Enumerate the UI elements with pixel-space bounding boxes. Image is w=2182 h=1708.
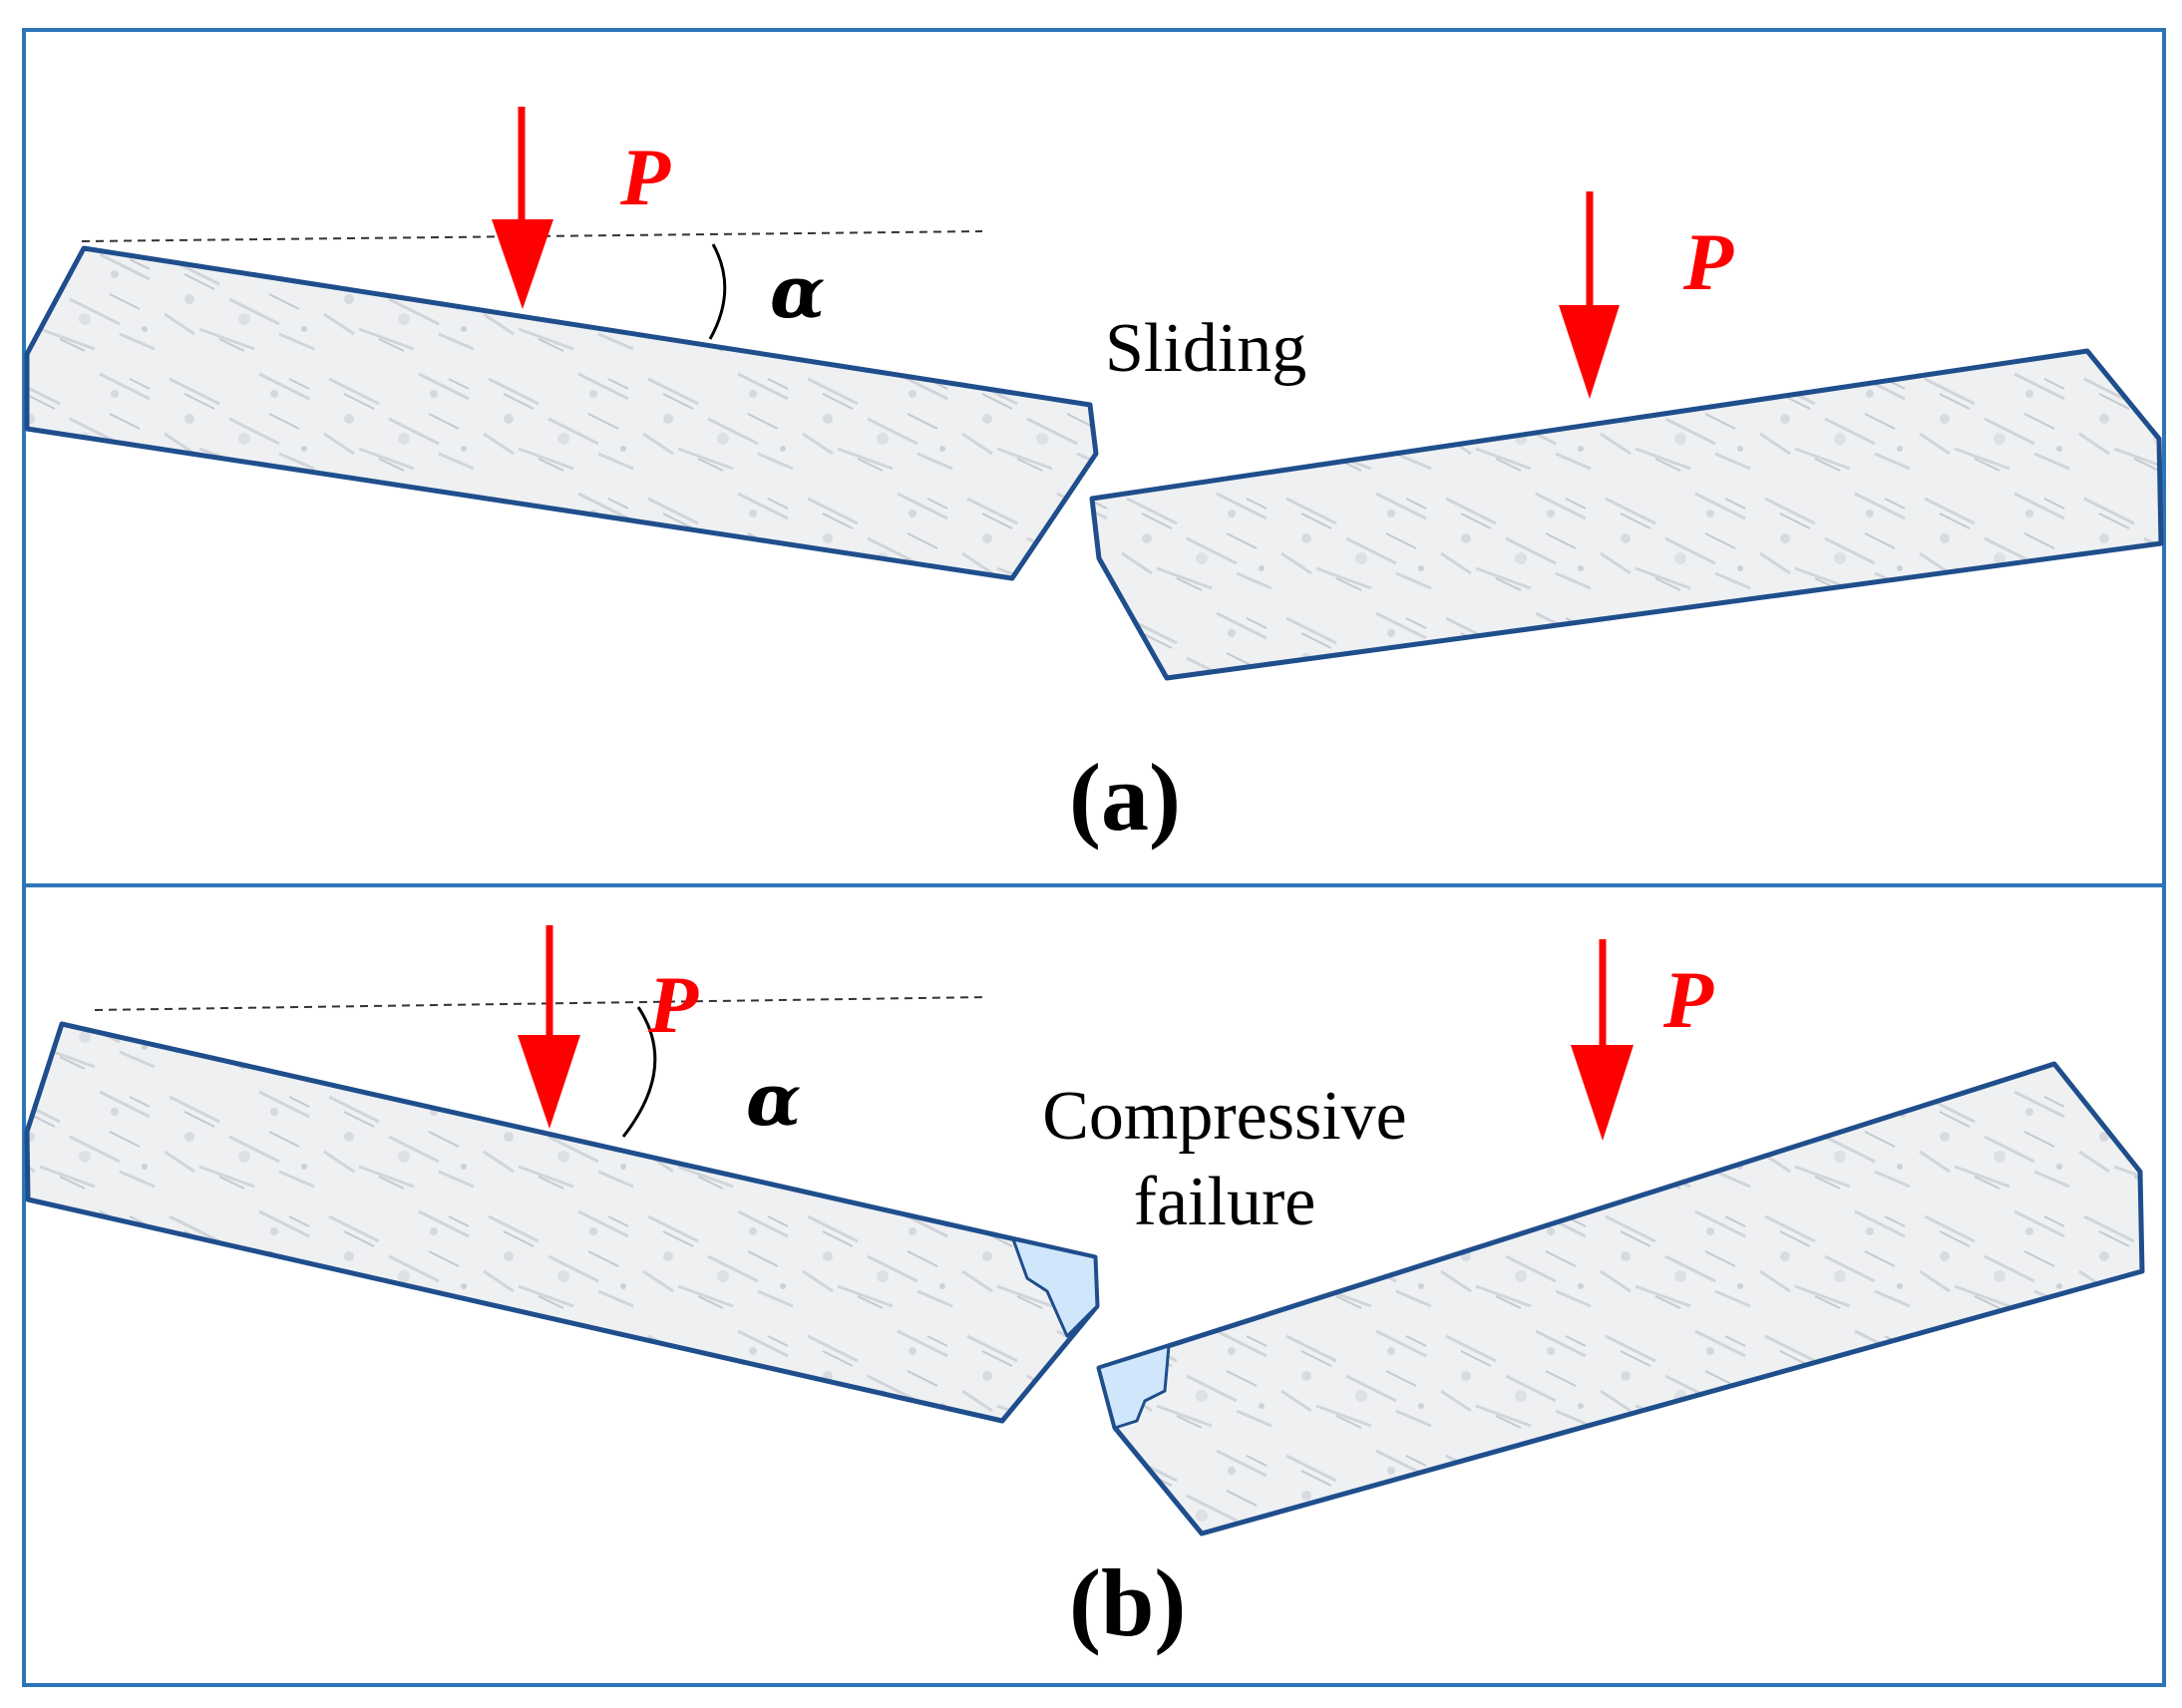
left-force-arrow bbox=[492, 107, 553, 309]
right-force-arrow bbox=[1571, 939, 1634, 1141]
panel-label: (b) bbox=[1069, 1549, 1186, 1656]
reference-line bbox=[94, 996, 988, 1011]
left-force-arrow bbox=[518, 925, 580, 1129]
left-force-label: P bbox=[619, 132, 671, 222]
angle-arc bbox=[621, 1006, 657, 1138]
right-force-arrow bbox=[1559, 191, 1620, 399]
panel-b: α P P Compressive failure (b) bbox=[24, 925, 2145, 1656]
mode-label-line-1: Compressive bbox=[1042, 1078, 1407, 1155]
mode-label-line-2: failure bbox=[1134, 1164, 1316, 1240]
crush-zone bbox=[1097, 1344, 1171, 1430]
mode-label: Sliding bbox=[1105, 310, 1306, 387]
right-rock-block bbox=[1089, 348, 2164, 681]
angle-label: α bbox=[746, 1057, 801, 1142]
left-rock-block bbox=[24, 245, 1099, 581]
angle-arc bbox=[708, 243, 727, 340]
panel-label: (a) bbox=[1069, 744, 1181, 851]
figure-border bbox=[22, 28, 2166, 1687]
angle-label: α bbox=[770, 249, 825, 334]
right-force-label: P bbox=[1662, 954, 1714, 1045]
right-force-label: P bbox=[1682, 216, 1734, 307]
panel-a: α P P Sliding (a) bbox=[24, 107, 2164, 851]
crush-zone bbox=[1011, 1237, 1099, 1338]
left-force-label: P bbox=[647, 959, 699, 1050]
